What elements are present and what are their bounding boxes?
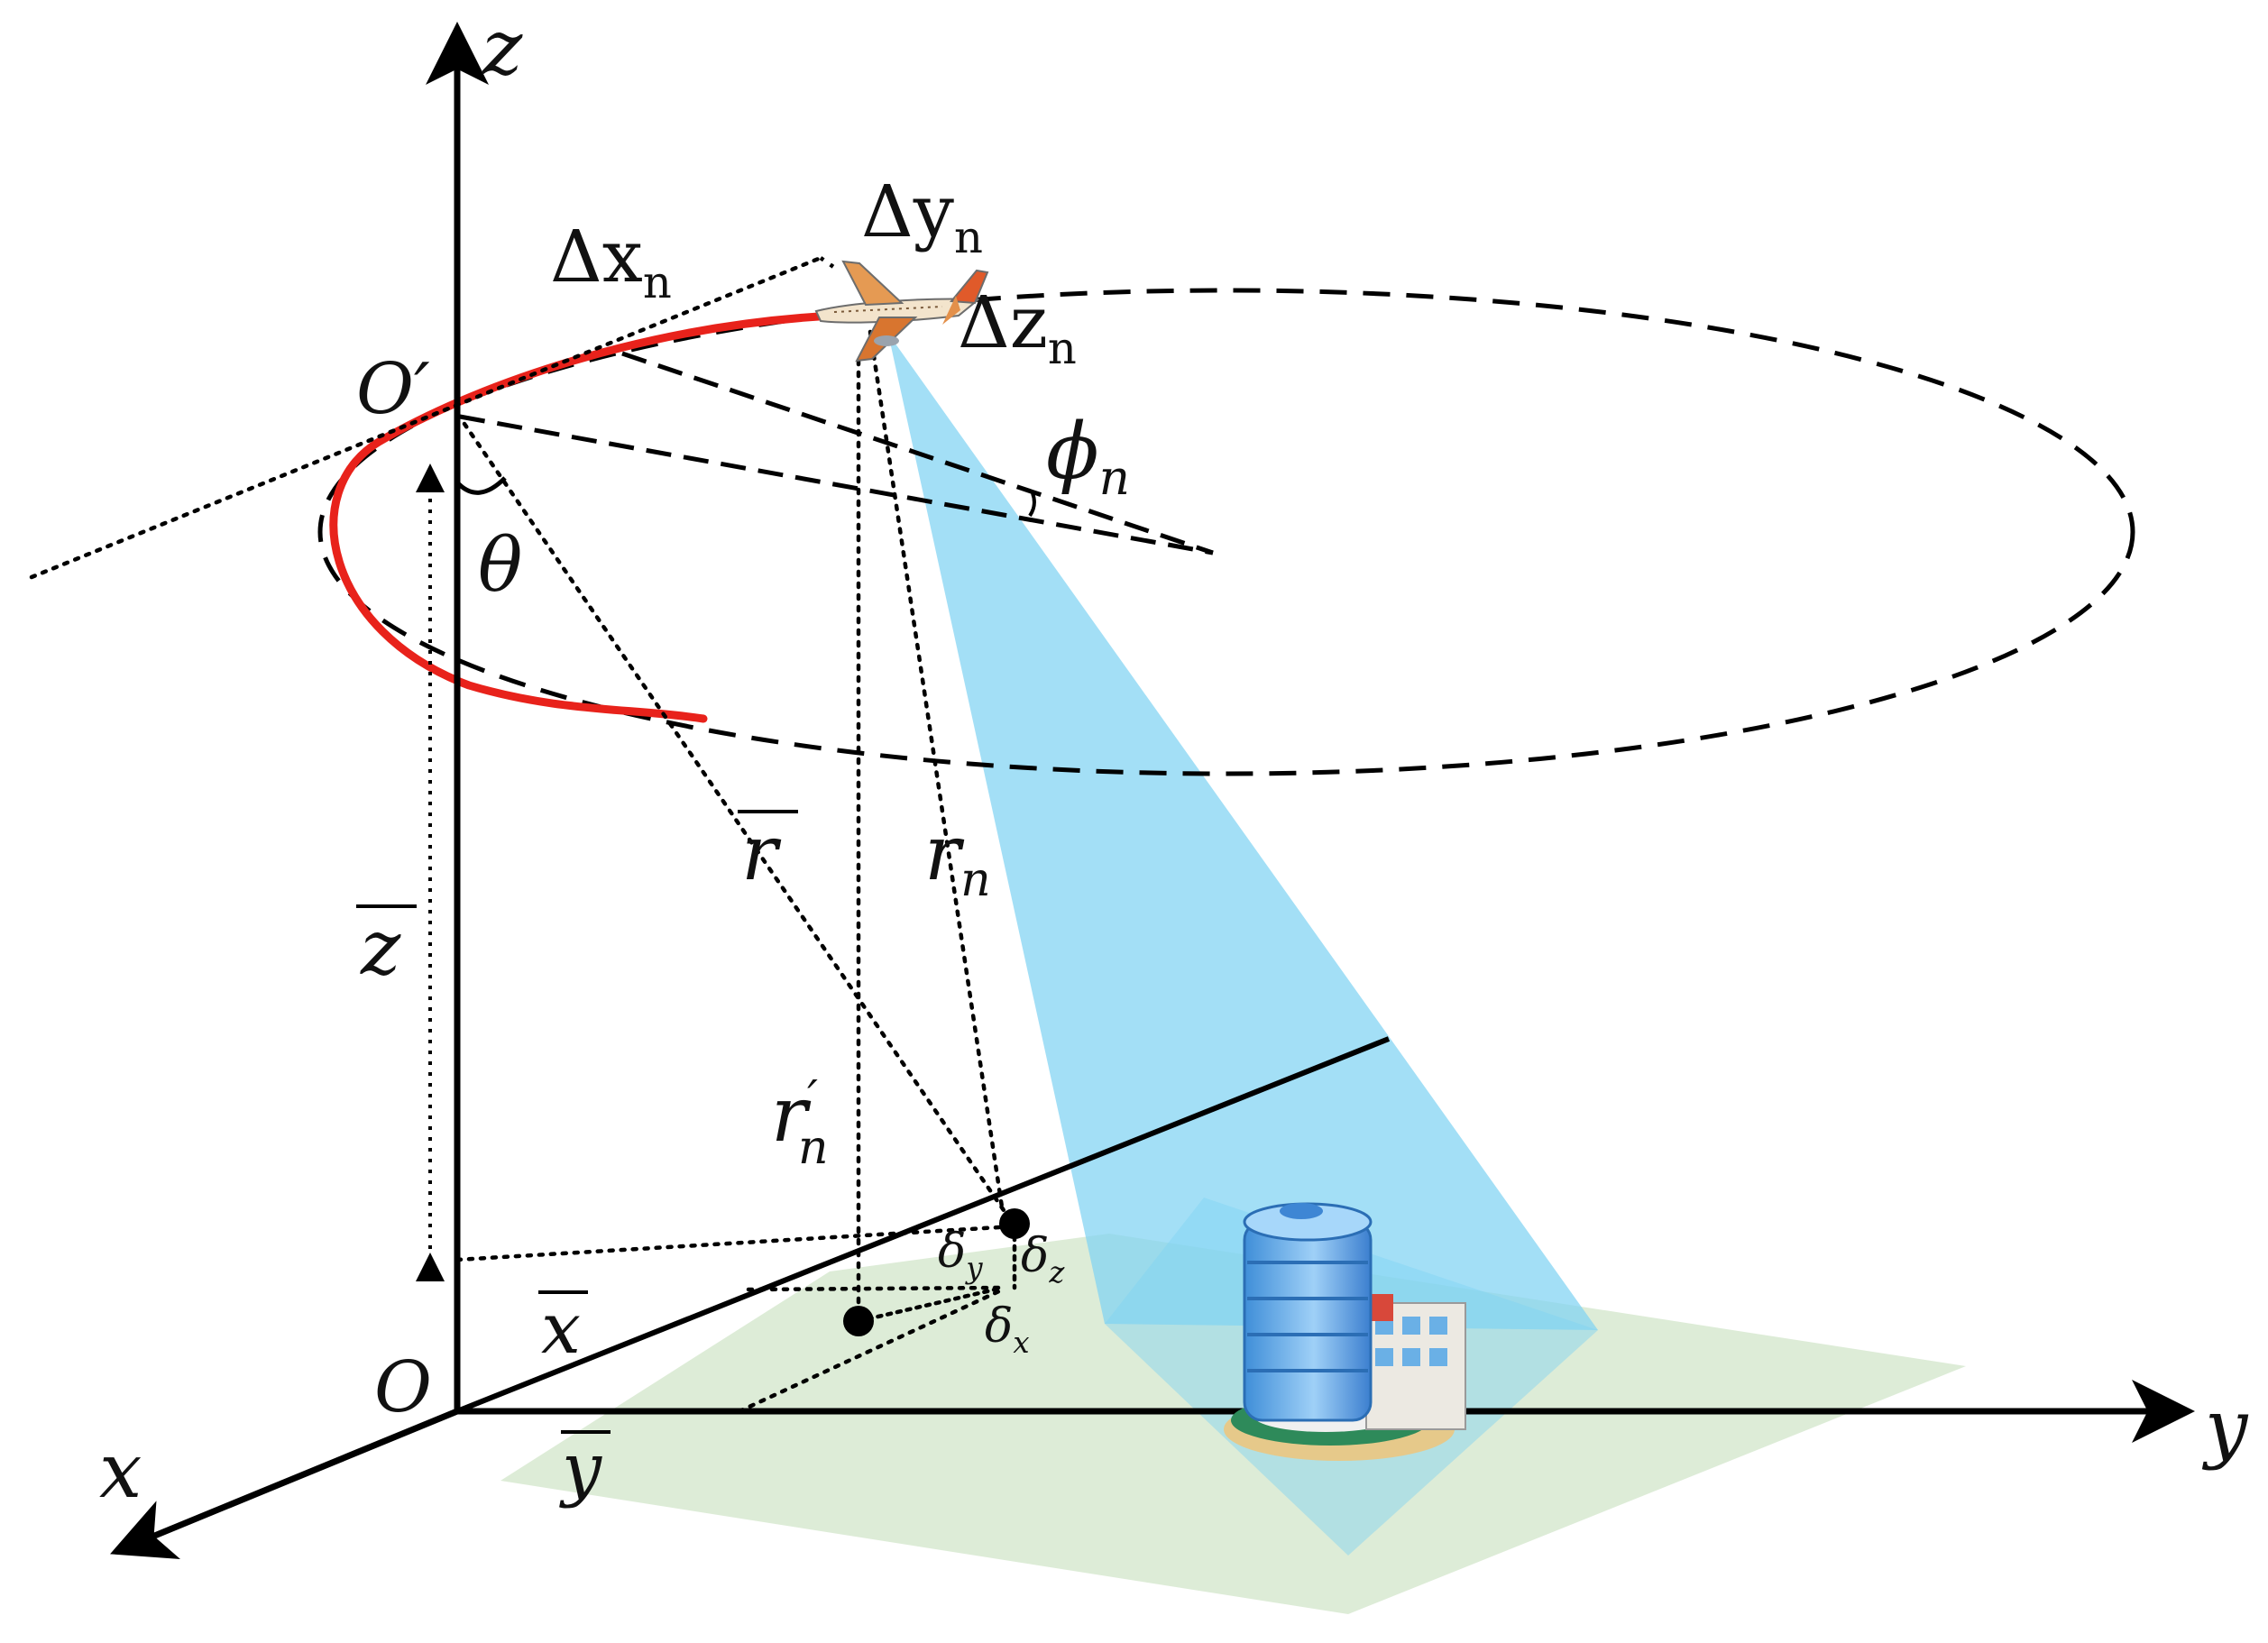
airplane-icon — [814, 260, 989, 363]
z-bar-label: z — [356, 904, 417, 992]
x-axis-label: x — [99, 1427, 142, 1515]
delta-x-line — [856, 1285, 1005, 1324]
x-offset-line — [746, 1285, 1004, 1292]
delta-x-n-label: Δxn — [550, 215, 672, 308]
delta-y-label: δy — [938, 1225, 983, 1285]
orbit-ellipse — [317, 288, 2135, 776]
x-bar-label: x — [538, 1289, 588, 1370]
y-axis-label: y — [2201, 1383, 2249, 1472]
delta-x-label: δx — [985, 1299, 1030, 1360]
building-icon — [1224, 1202, 1466, 1461]
r-n-label: rn — [924, 809, 991, 907]
delta-z-label: δz — [1021, 1229, 1065, 1290]
y-bar-line — [737, 1287, 1005, 1414]
svg-text:y: y — [559, 1428, 602, 1510]
height-projection — [455, 1224, 1017, 1262]
theta-angle-arc — [455, 476, 507, 495]
r-bar-label: r — [738, 809, 798, 897]
x-axis — [110, 1408, 459, 1560]
z-axis-label: z — [482, 4, 523, 92]
svg-text:z: z — [360, 904, 401, 992]
flight-trajectory — [329, 311, 839, 723]
phi-n-label: ϕn — [1046, 407, 1130, 506]
radar-beam — [888, 334, 1598, 1330]
theta-label: θ — [478, 523, 522, 609]
range-r-bar — [462, 421, 1008, 1216]
target-point-actual — [999, 1208, 1030, 1239]
look-line-2 — [621, 351, 1214, 555]
svg-text:x: x — [541, 1289, 581, 1370]
y-bar-label: y — [559, 1428, 611, 1510]
delta-z-n-label: Δzn — [958, 280, 1077, 374]
svg-text:r: r — [741, 809, 782, 897]
r-n-prime-label: r′n — [771, 1070, 829, 1175]
look-line-1 — [459, 414, 1214, 555]
orbit-center-label: O′ — [356, 349, 430, 430]
slant-line — [29, 255, 823, 580]
origin-label: O — [374, 1347, 432, 1428]
phi-angle-arc — [1028, 492, 1036, 518]
delta-y-n-label: Δyn — [861, 170, 983, 263]
scene-line — [455, 1036, 1391, 1414]
range-r-n — [868, 329, 1005, 1216]
target-point-nominal — [843, 1306, 874, 1336]
delta-x-tick — [819, 256, 840, 272]
